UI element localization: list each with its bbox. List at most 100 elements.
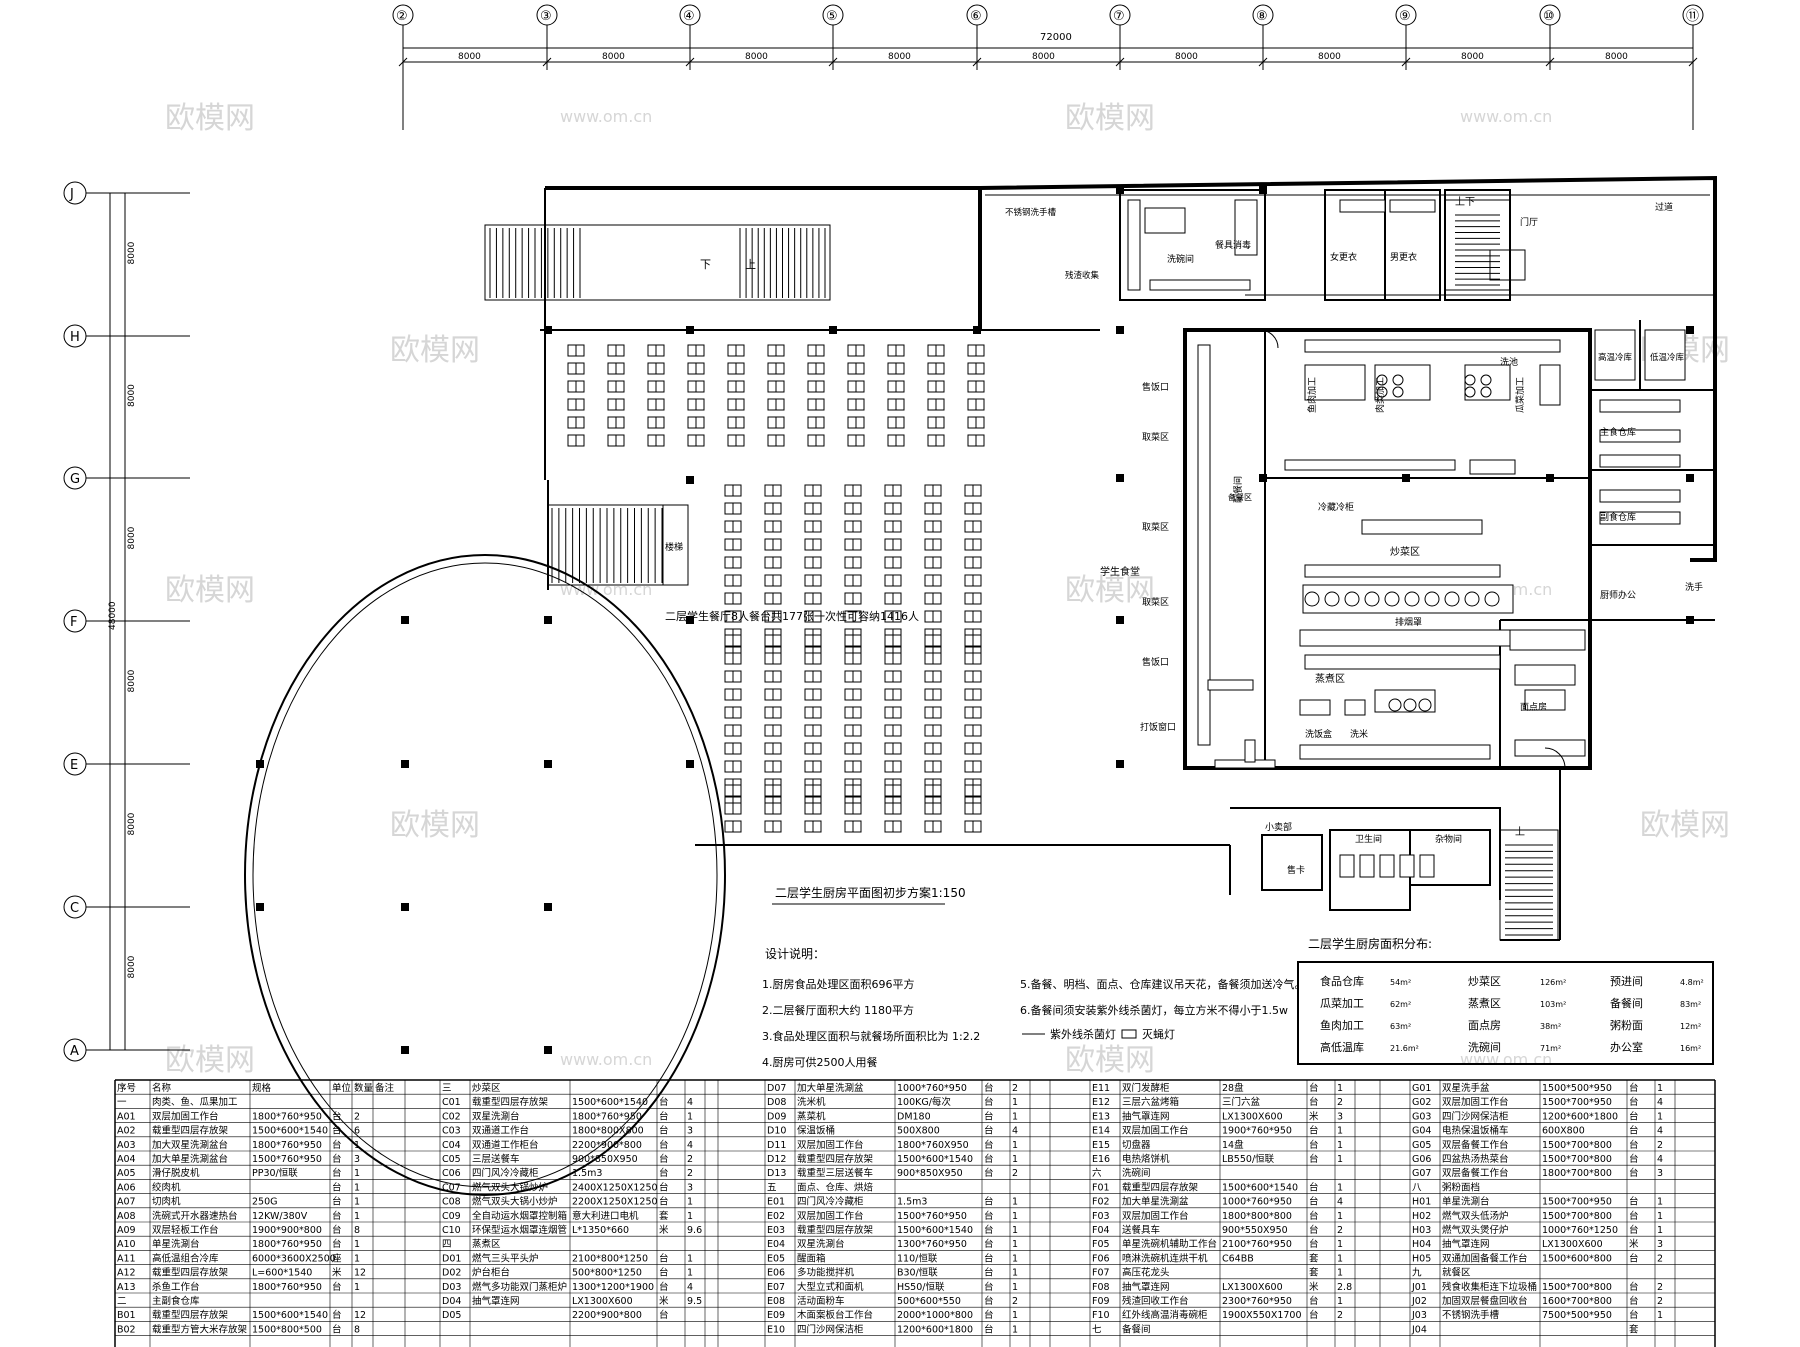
equipment-block [1299,699,1331,716]
table-cell: 台 [332,1125,342,1137]
counter-6: 打饭窗口 [1140,721,1176,733]
table-cell: A10 [117,1239,136,1250]
room-fish: 鱼肉加工 [1306,377,1318,413]
table-cell: 台 [659,1309,669,1321]
table-cell: 一 [117,1097,127,1108]
wok-burner [1344,591,1360,607]
structural-column [686,476,694,484]
table-cell: 四门风冷冷藏柜 [797,1196,864,1208]
design-note-1: 1.厨房食品处理区面积696平方 [762,977,915,991]
structural-column [1686,326,1694,334]
table-cell: LX1300X600 [572,1296,633,1307]
structural-column [829,326,837,334]
equipment-block [1599,454,1681,468]
area-value: 71m² [1540,1044,1561,1053]
table-cell: 4 [687,1282,693,1293]
area-value: 126m² [1540,978,1566,987]
table-cell: 2.8 [1337,1282,1352,1293]
table-cell: 台 [984,1295,994,1307]
table-cell: 台 [1629,1281,1639,1293]
table-cell: 4 [687,1097,693,1108]
table-cell: E02 [767,1211,785,1222]
table-cell: E04 [767,1239,785,1250]
table-cell: LX1300X600 [1222,1111,1283,1122]
table-cell: 电热烙饼机 [1122,1153,1170,1165]
table-cell: G06 [1412,1154,1431,1165]
area-value: 38m² [1540,1022,1561,1031]
room-female-change: 女更衣 [1330,251,1357,263]
room-male-change: 男更衣 [1390,251,1417,263]
table-cell: 2 [1012,1168,1018,1179]
room-wash-pool: 洗池 [1500,356,1518,368]
room-toilet: 卫生间 [1355,833,1382,845]
table-cell: 2100*760*950 [1222,1239,1292,1250]
area-name: 炒菜区 [1468,975,1501,988]
table-cell: 序号 [117,1082,136,1094]
table-cell: 1 [1337,1268,1343,1279]
table-cell: 全自动运水烟罩控制箱 [472,1210,567,1222]
equipment-block [1299,629,1511,647]
table-cell: DM180 [897,1111,931,1122]
table-cell: A02 [117,1126,136,1137]
table-cell: 残渣回收工作台 [1122,1295,1189,1307]
room-hall: 门厅 [1520,216,1538,228]
table-cell: 900*550X950 [1222,1225,1288,1236]
equipment-block [1304,654,1501,670]
table-cell: 1 [1337,1140,1343,1151]
table-cell: 1800*760*950 [572,1111,642,1122]
table-cell: 2 [687,1154,693,1165]
area-name: 食品仓库 [1320,974,1364,988]
table-cell: 醒面箱 [797,1252,826,1264]
table-cell: 加固双层餐盘回收台 [1442,1295,1528,1307]
table-cell: 双通道工作台 [472,1125,529,1137]
column-label: ⑥ [970,9,982,24]
table-cell: 2200*900*800 [572,1310,642,1321]
sink-bowl [1392,386,1404,398]
table-cell: 台 [332,1238,342,1250]
table-cell: 1800*760*950 [252,1140,322,1151]
table-cell: 蒸煮区 [472,1238,501,1250]
table-cell: 单星洗涮台 [152,1238,200,1250]
table-cell: 台 [1309,1096,1319,1108]
table-cell: 1800*760*950 [252,1239,322,1250]
table-cell: H01 [1412,1197,1431,1208]
table-cell: HS50/恒联 [897,1281,945,1293]
table-cell: 台 [984,1110,994,1122]
equipment-block [1644,329,1686,381]
table-cell: 1 [1012,1140,1018,1151]
table-cell: 四门沙网保洁柜 [1442,1110,1509,1122]
room-smoke: 排烟罩 [1395,616,1422,628]
table-cell: 燃气双头煲仔炉 [1442,1224,1509,1236]
table-cell: E15 [1092,1140,1110,1151]
table-cell: 3 [1657,1168,1663,1179]
table-cell: 三层送餐车 [472,1153,520,1165]
equipment-block [1207,679,1254,691]
table-cell: 1500*700*800 [1542,1282,1612,1293]
table-cell: A11 [117,1253,136,1264]
row-label: A [70,1044,79,1059]
table-cell: 1 [687,1211,693,1222]
table-cell: 2200X1250X1250 [572,1197,658,1208]
table-cell: 套 [1309,1267,1319,1279]
area-name: 面点房 [1468,1019,1501,1032]
bay-dimension: 8000 [458,52,481,62]
sink-bowl [1376,386,1388,398]
equipment-block [1599,511,1681,525]
table-cell: 洗米机 [797,1096,826,1108]
table-cell: 备餐间 [1122,1323,1151,1335]
table-cell: 1 [1012,1282,1018,1293]
table-cell: 3 [1657,1239,1663,1250]
table-cell: 燃气双头低汤炉 [1442,1210,1509,1222]
table-cell: 4 [1657,1097,1663,1108]
table-cell: 单星洗涮台 [1442,1196,1490,1208]
table-cell: G01 [1412,1083,1431,1094]
table-cell: A13 [117,1282,136,1293]
table-cell: 台 [659,1110,669,1122]
table-cell: 双通道工作柜台 [472,1139,539,1151]
table-cell: 台 [1629,1252,1639,1264]
structural-column [1116,760,1124,768]
area-name: 高低温库 [1320,1040,1364,1054]
table-cell: 1 [1337,1154,1343,1165]
table-cell: 1 [687,1197,693,1208]
stair-bottom-right [1499,829,1559,941]
